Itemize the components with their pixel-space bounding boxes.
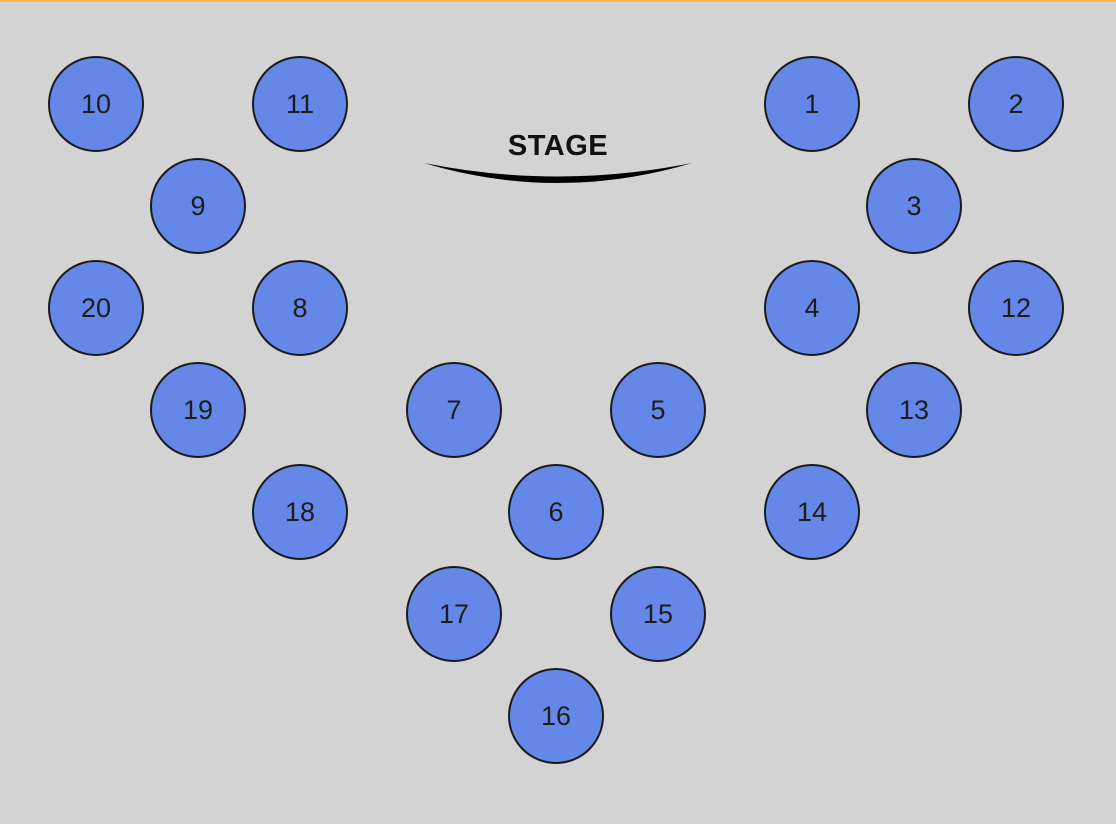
seat-number: 7 (446, 394, 462, 425)
seat-number: 6 (548, 496, 564, 527)
seat-number: 10 (80, 88, 112, 119)
seat-5[interactable]: 5 (610, 362, 706, 458)
seat-number: 3 (906, 190, 922, 221)
seat-number: 18 (284, 496, 316, 527)
seat-17[interactable]: 17 (406, 566, 502, 662)
seat-18[interactable]: 18 (252, 464, 348, 560)
seat-number: 5 (650, 394, 666, 425)
seat-8[interactable]: 8 (252, 260, 348, 356)
seat-1[interactable]: 1 (764, 56, 860, 152)
seat-10[interactable]: 10 (48, 56, 144, 152)
seat-16[interactable]: 16 (508, 668, 604, 764)
seat-number: 4 (804, 292, 820, 323)
seat-number: 12 (1000, 292, 1032, 323)
seat-number: 13 (898, 394, 930, 425)
seat-2[interactable]: 2 (968, 56, 1064, 152)
seat-15[interactable]: 15 (610, 566, 706, 662)
seat-number: 16 (540, 700, 572, 731)
seat-number: 17 (438, 598, 470, 629)
seat-number: 9 (190, 190, 206, 221)
seat-3[interactable]: 3 (866, 158, 962, 254)
seat-number: 14 (796, 496, 828, 527)
seat-20[interactable]: 20 (48, 260, 144, 356)
seat-7[interactable]: 7 (406, 362, 502, 458)
stage: STAGE (420, 126, 696, 190)
seat-number: 20 (80, 292, 112, 323)
seat-14[interactable]: 14 (764, 464, 860, 560)
seat-9[interactable]: 9 (150, 158, 246, 254)
seat-6[interactable]: 6 (508, 464, 604, 560)
seat-number: 11 (285, 88, 315, 119)
seat-number: 1 (804, 88, 820, 119)
stage-label: STAGE (507, 130, 609, 162)
seat-number: 15 (642, 598, 674, 629)
seat-4[interactable]: 4 (764, 260, 860, 356)
seat-12[interactable]: 12 (968, 260, 1064, 356)
seat-13[interactable]: 13 (866, 362, 962, 458)
seat-11[interactable]: 11 (252, 56, 348, 152)
seat-number: 19 (182, 394, 214, 425)
stage-arc (424, 163, 692, 183)
seat-number: 2 (1008, 88, 1024, 119)
seat-19[interactable]: 19 (150, 362, 246, 458)
seat-number: 8 (292, 292, 308, 323)
